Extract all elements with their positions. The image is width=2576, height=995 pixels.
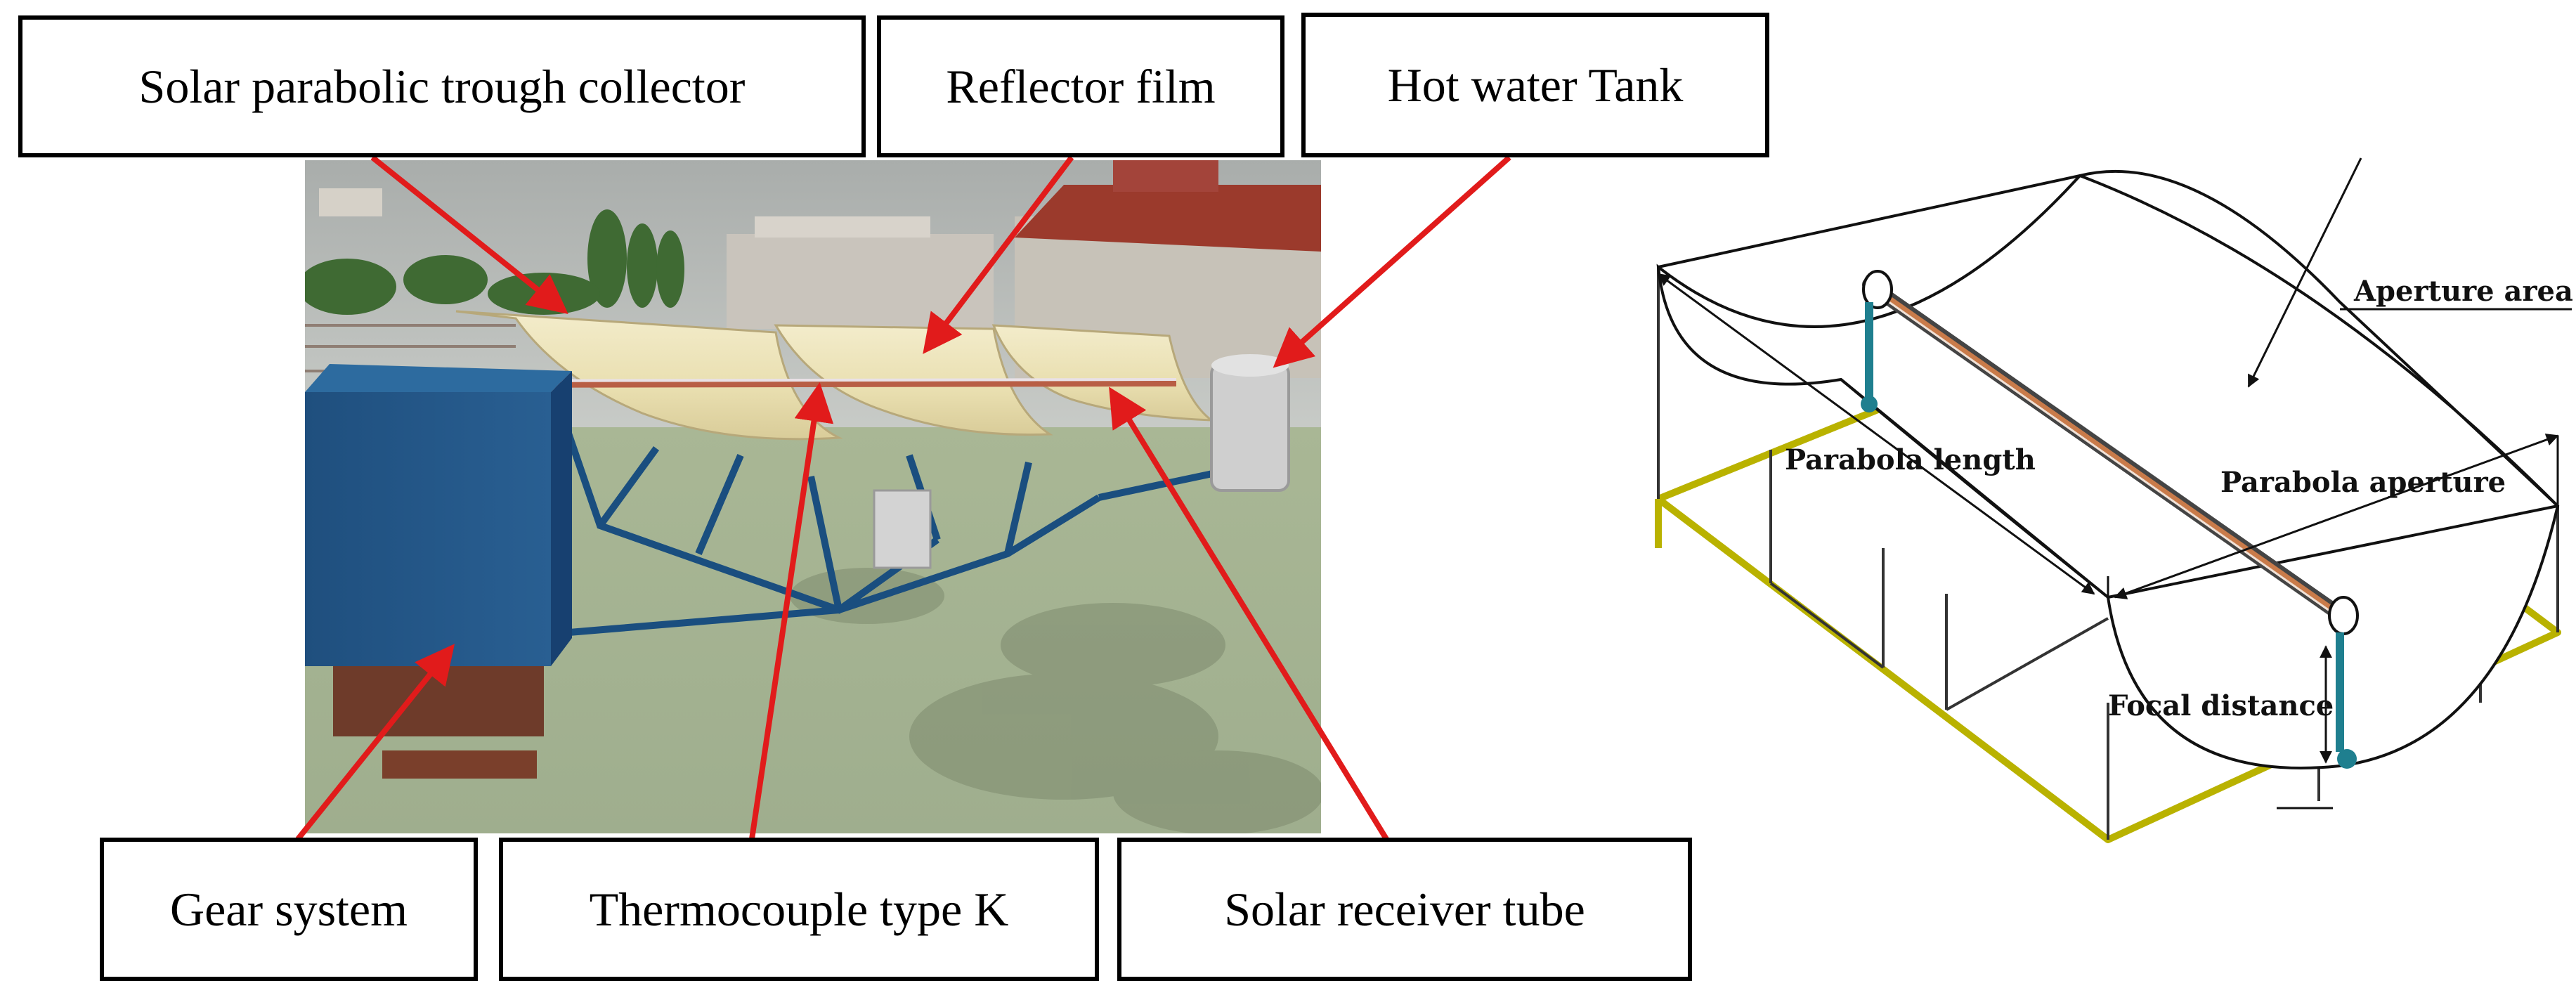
arrow-gear-system (295, 644, 455, 841)
photo-illustration (305, 160, 1321, 833)
label-focal-distance: Focal distance (2108, 689, 2334, 722)
label-parabola-length: Parabola length (1785, 443, 2036, 476)
arrow-solar-collector (370, 155, 568, 314)
label-solar-collector: Solar parabolic trough collector (18, 15, 866, 157)
label-hot-water-tank: Hot water Tank (1301, 13, 1769, 157)
label-thermocouple: Thermocouple type K (499, 838, 1099, 981)
background-buildings (319, 160, 1321, 378)
hot-water-tank (1210, 354, 1290, 492)
label-receiver-tube: Solar receiver tube (1117, 838, 1692, 981)
arrow-receiver-tube (1109, 386, 1389, 841)
label-aperture-area: Aperture area (2353, 275, 2573, 308)
arrow-hot-water-tank (1273, 155, 1511, 368)
arrow-reflector-film (923, 155, 1074, 354)
arrow-thermocouple (749, 382, 834, 840)
label-parabola-aperture: Parabola aperture (2220, 466, 2506, 499)
collector-photo (305, 160, 1321, 833)
label-reflector-film: Reflector film (877, 15, 1284, 157)
trees (305, 209, 684, 315)
label-gear-system: Gear system (100, 838, 478, 981)
dimension-lines (1657, 157, 2572, 809)
